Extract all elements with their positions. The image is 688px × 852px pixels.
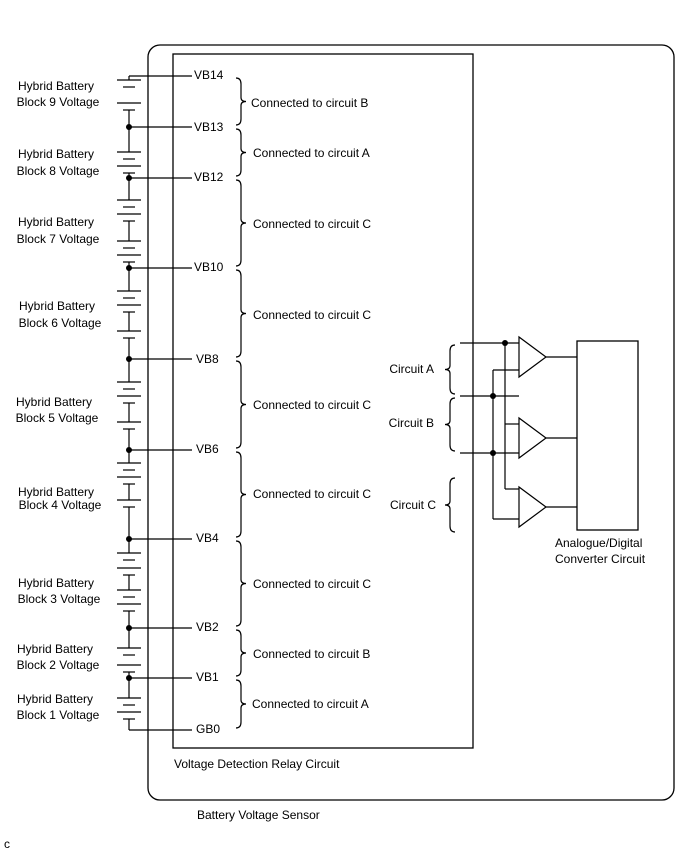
connection-brace bbox=[235, 179, 247, 267]
junction-dot bbox=[490, 393, 496, 399]
junction-dot bbox=[126, 175, 132, 181]
circuit-label: Circuit A bbox=[389, 362, 434, 376]
circuit-brace-c bbox=[444, 477, 456, 533]
connection-brace bbox=[235, 540, 247, 627]
sensor-enclosure bbox=[147, 44, 675, 801]
terminal-label: GB0 bbox=[196, 722, 220, 736]
connection-label: Connected to circuit C bbox=[253, 217, 371, 231]
block-label: Block 8 Voltage bbox=[17, 164, 100, 178]
block-label: Block 4 Voltage bbox=[19, 498, 102, 512]
corner-mark: c bbox=[4, 837, 10, 851]
junction-dot bbox=[126, 625, 132, 631]
connection-brace bbox=[235, 128, 247, 177]
connection-brace bbox=[235, 77, 247, 126]
terminal-label: VB10 bbox=[194, 260, 224, 274]
circuit-brace-a bbox=[444, 344, 456, 395]
block-labels: Hybrid Battery Block 9 Voltage Hybrid Ba… bbox=[16, 79, 102, 722]
connection-brace bbox=[235, 360, 247, 449]
block-label: Block 7 Voltage bbox=[17, 232, 100, 246]
connection-labels: Connected to circuit B Connected to circ… bbox=[251, 96, 371, 711]
block-label: Hybrid Battery bbox=[18, 485, 94, 499]
connection-label: Connected to circuit C bbox=[253, 398, 371, 412]
connection-brace bbox=[235, 269, 247, 358]
terminal-wires bbox=[126, 75, 192, 731]
connection-label: Connected to circuit A bbox=[252, 697, 369, 711]
adc-label: Analogue/Digital bbox=[555, 536, 642, 550]
block-label: Hybrid Battery bbox=[17, 692, 93, 706]
circuit-brace-b bbox=[444, 397, 456, 452]
amplifier-symbol bbox=[518, 416, 548, 460]
connection-label: Connected to circuit C bbox=[253, 308, 371, 322]
connection-brace bbox=[235, 679, 247, 729]
junction-dot bbox=[126, 675, 132, 681]
amplifier-symbol bbox=[518, 485, 548, 529]
terminal-labels: VB14 VB13 VB12 VB10 VB8 VB6 VB4 VB2 VB1 … bbox=[194, 68, 224, 736]
terminal-label: VB14 bbox=[194, 68, 224, 82]
relay-circuit-label: Voltage Detection Relay Circuit bbox=[174, 757, 340, 771]
block-label: Hybrid Battery bbox=[18, 215, 94, 229]
junction-dot bbox=[126, 265, 132, 271]
connection-label: Connected to circuit C bbox=[253, 577, 371, 591]
junction-dot bbox=[126, 356, 132, 362]
amplifier-network bbox=[460, 335, 577, 529]
terminal-label: VB8 bbox=[196, 352, 219, 366]
circuit-label: Circuit C bbox=[390, 498, 436, 512]
amplifier-symbol bbox=[518, 335, 548, 379]
block-label: Block 5 Voltage bbox=[16, 411, 99, 425]
connection-label: Connected to circuit A bbox=[253, 146, 370, 160]
connection-label: Connected to circuit B bbox=[253, 647, 370, 661]
connection-brace bbox=[235, 629, 247, 677]
block-label: Hybrid Battery bbox=[18, 79, 94, 93]
terminal-label: VB4 bbox=[196, 531, 219, 545]
junction-dot bbox=[126, 124, 132, 130]
block-label: Hybrid Battery bbox=[18, 147, 94, 161]
junction-dot bbox=[502, 340, 508, 346]
relay-circuit-box bbox=[172, 53, 474, 749]
block-label: Hybrid Battery bbox=[18, 576, 94, 590]
junction-dot bbox=[126, 447, 132, 453]
terminal-label: VB13 bbox=[194, 120, 224, 134]
block-label: Block 1 Voltage bbox=[17, 708, 100, 722]
block-label: Block 6 Voltage bbox=[19, 316, 102, 330]
connection-brace bbox=[235, 451, 247, 538]
junction-dot bbox=[126, 536, 132, 542]
block-label: Block 9 Voltage bbox=[17, 95, 100, 109]
battery-stack bbox=[117, 76, 141, 730]
block-label: Hybrid Battery bbox=[19, 299, 95, 313]
terminal-label: VB1 bbox=[196, 670, 219, 684]
adc-label: Converter Circuit bbox=[555, 552, 646, 566]
connection-label: Connected to circuit B bbox=[251, 96, 368, 110]
circuit-label: Circuit B bbox=[389, 416, 434, 430]
circuit-labels: Circuit A Circuit B Circuit C bbox=[389, 362, 437, 512]
sensor-label: Battery Voltage Sensor bbox=[197, 808, 320, 822]
block-label: Block 2 Voltage bbox=[17, 658, 100, 672]
adc-box bbox=[576, 340, 639, 531]
connection-braces bbox=[235, 77, 456, 729]
block-label: Hybrid Battery bbox=[17, 642, 93, 656]
block-label: Hybrid Battery bbox=[16, 395, 92, 409]
junction-dot bbox=[490, 450, 496, 456]
terminal-label: VB12 bbox=[194, 170, 224, 184]
block-label: Block 3 Voltage bbox=[18, 592, 101, 606]
terminal-label: VB6 bbox=[196, 442, 219, 456]
terminal-label: VB2 bbox=[196, 620, 219, 634]
connection-label: Connected to circuit C bbox=[253, 487, 371, 501]
